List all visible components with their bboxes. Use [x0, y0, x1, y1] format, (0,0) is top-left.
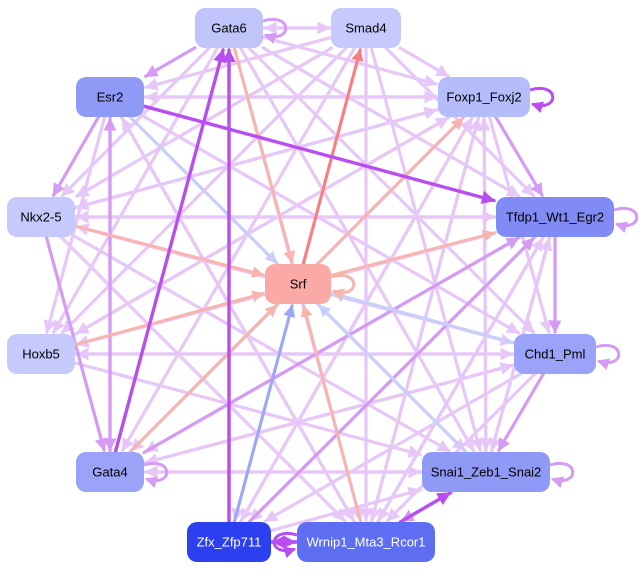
node-box [496, 197, 614, 237]
self-loop-wrnip1 [272, 531, 298, 559]
self-loop-gata4 [143, 461, 169, 489]
node-gata6[interactable]: Gata6 [195, 8, 263, 48]
self-loop-gata6 [262, 17, 288, 45]
self-loops-layer [143, 17, 639, 559]
node-box [331, 8, 401, 48]
node-chd1[interactable]: Chd1_Pml [514, 334, 596, 374]
edge-hoxb5-to-snai1 [73, 361, 422, 458]
edge-gata4-to-tfdp1 [142, 236, 521, 455]
edge-wrnip1-to-foxp1 [369, 117, 482, 524]
node-box [7, 197, 75, 237]
node-box [187, 522, 271, 562]
edge-gata4-to-chd1 [142, 362, 514, 465]
node-gata4[interactable]: Gata4 [76, 452, 144, 492]
edge-esr2-to-tfdp1 [142, 104, 496, 204]
edge-foxp1-to-tfdp1 [494, 115, 544, 197]
node-box [76, 452, 144, 492]
edge-gata6-to-foxp1 [261, 35, 438, 88]
node-nkx25[interactable]: Nkx2-5 [7, 197, 75, 237]
edge-gata4-to-srf [128, 303, 279, 454]
node-zfx[interactable]: Zfx_Zfp711 [187, 522, 271, 562]
node-label: Esr2 [97, 90, 124, 105]
edge-wrnip1-to-snai1 [398, 491, 452, 524]
edge-wrnip1-to-srf [300, 304, 363, 524]
node-box [195, 8, 263, 48]
node-srf[interactable]: Srf [265, 264, 331, 304]
self-loop-chd1 [595, 343, 621, 371]
node-label: Zfx_Zfp711 [197, 535, 262, 550]
node-label: Wrnip1_Mta3_Rcor1 [307, 535, 426, 550]
edge-srf-to-tfdp1 [329, 229, 496, 277]
edge-zfx-to-tfdp1 [247, 236, 536, 524]
edge-esr2-to-nkx25 [51, 115, 101, 197]
node-box [265, 264, 331, 304]
node-tfdp1[interactable]: Tfdp1_Wt1_Egr2 [496, 197, 614, 237]
edge-smad4-to-snai1 [369, 46, 484, 452]
node-label: Chd1_Pml [525, 347, 586, 362]
edge-gata6-to-srf [232, 46, 296, 264]
edge-zfx-to-foxp1 [238, 117, 474, 524]
edge-wrnip1-to-esr2 [120, 117, 357, 524]
node-foxp1[interactable]: Foxp1_Foxj2 [438, 77, 530, 117]
edge-zfx-to-snai1 [269, 486, 422, 533]
edge-gata4-to-gata6 [113, 48, 227, 454]
self-loop-srf [330, 273, 356, 301]
node-label: Smad4 [345, 21, 386, 36]
node-box [438, 77, 530, 117]
node-wrnip1[interactable]: Wrnip1_Mta3_Rcor1 [297, 522, 435, 562]
node-label: Nkx2-5 [20, 210, 61, 225]
edge-smad4-to-foxp1 [398, 46, 450, 78]
node-label: Snai1_Zeb1_Snai2 [431, 465, 542, 480]
edge-wrnip1-to-tfdp1 [376, 237, 545, 524]
node-label: Srf [290, 277, 307, 292]
node-label: Gata4 [92, 465, 127, 480]
edge-smad4-to-gata4 [120, 46, 357, 452]
self-loop-foxp1 [529, 86, 555, 114]
node-box [76, 77, 144, 117]
node-label: Tfdp1_Wt1_Egr2 [506, 210, 604, 225]
edge-chd1-to-zfx [263, 372, 522, 523]
node-box [7, 334, 75, 374]
edge-chd1-to-snai1 [497, 372, 545, 452]
node-box [297, 522, 435, 562]
node-label: Hoxb5 [22, 347, 60, 362]
self-loop-tfdp1 [613, 206, 639, 234]
node-box [422, 452, 550, 492]
edge-hoxb5-to-foxp1 [73, 116, 450, 336]
node-esr2[interactable]: Esr2 [76, 77, 144, 117]
node-snai1[interactable]: Snai1_Zeb1_Snai2 [422, 452, 550, 492]
edge-hoxb5-to-srf [73, 290, 265, 347]
edge-zfx-to-srf [232, 304, 296, 524]
edge-esr2-to-srf [128, 115, 278, 265]
edge-snai1-to-srf [317, 303, 468, 454]
edge-esr2-to-chd1 [142, 114, 521, 335]
node-label: Foxp1_Foxj2 [446, 90, 521, 105]
node-box [514, 334, 596, 374]
edge-nkx25-to-snai1 [73, 234, 451, 453]
edge-nkx25-to-foxp1 [73, 106, 438, 210]
edges-layer [43, 21, 562, 549]
self-loop-snai1 [549, 461, 575, 489]
node-label: Gata6 [211, 21, 246, 36]
edge-chd1-to-srf [331, 290, 516, 345]
node-hoxb5[interactable]: Hoxb5 [7, 334, 75, 374]
edge-gata6-to-esr2 [144, 46, 197, 78]
node-smad4[interactable]: Smad4 [331, 8, 401, 48]
